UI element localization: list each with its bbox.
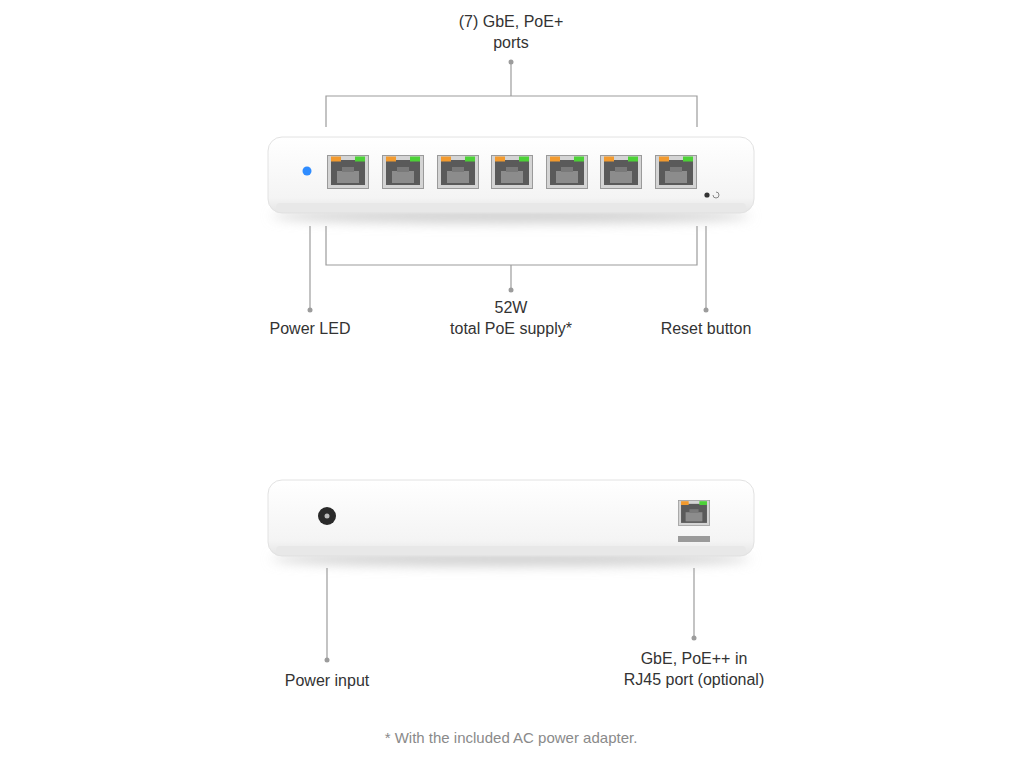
part-label: Power input <box>285 670 370 691</box>
poe-budget-callout: 52W total PoE supply* <box>450 297 572 339</box>
power-jack <box>318 507 336 525</box>
label-slot: Power LED <box>160 318 460 339</box>
reset-hole <box>704 192 709 197</box>
power-led <box>303 167 312 176</box>
label-slot: GbE, PoE++ in RJ45 port (optional) <box>544 648 844 690</box>
caption: * With the included AC power adapter. <box>385 727 638 748</box>
reset-icon <box>713 192 719 198</box>
leader-lines <box>310 62 706 660</box>
uplink-port <box>678 500 709 525</box>
label-slot: Reset button <box>556 318 856 339</box>
poe-ports <box>328 156 697 189</box>
part-label: Reset button <box>661 318 752 339</box>
ports-callout: (7) GbE, PoE+ ports <box>459 11 564 53</box>
label-slot: Power input <box>177 670 477 691</box>
caption-slot: * With the included AC power adapter. <box>261 727 761 748</box>
label-slot: 52W total PoE supply* <box>361 297 661 339</box>
front-view <box>268 137 754 223</box>
uplink-callout: GbE, PoE++ in RJ45 port (optional) <box>624 648 765 690</box>
leader-dots <box>308 60 709 663</box>
part-label: Power LED <box>270 318 351 339</box>
label-slot: (7) GbE, PoE+ ports <box>361 11 661 53</box>
rear-view <box>268 480 754 566</box>
